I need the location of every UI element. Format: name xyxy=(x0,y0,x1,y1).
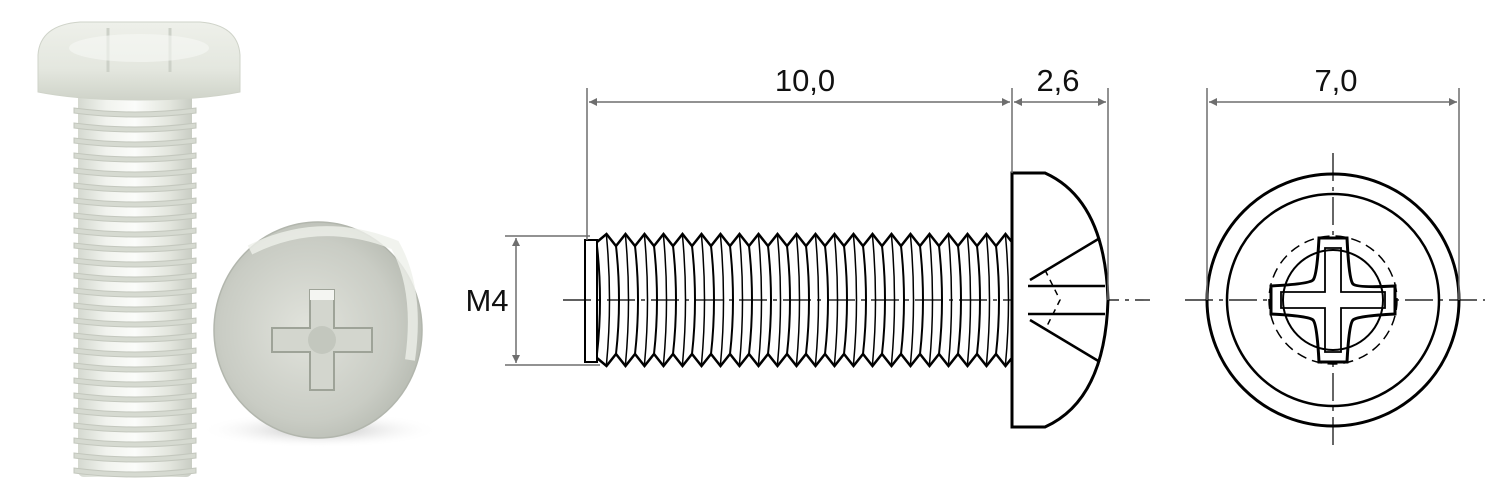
thread-flank xyxy=(985,235,991,365)
thread-flank xyxy=(634,245,639,355)
thread-zigzag xyxy=(596,231,1016,369)
thread-flank xyxy=(928,235,934,365)
thread-ridge xyxy=(73,392,197,403)
head-highlight xyxy=(69,34,209,62)
thread-ridge xyxy=(73,227,197,238)
thread-flank xyxy=(852,235,858,365)
thread-flank xyxy=(947,235,953,365)
thread-ridge xyxy=(73,302,197,313)
thread-flank xyxy=(615,245,620,355)
head-recess-upper xyxy=(1028,236,1105,288)
screw-shank xyxy=(78,92,192,477)
thread-ridge xyxy=(73,452,197,463)
thread-ridge xyxy=(73,272,197,283)
thread-flank xyxy=(738,235,744,365)
thread-ridge xyxy=(73,137,197,148)
thread-ridge xyxy=(73,377,197,388)
thread-flank xyxy=(776,235,782,365)
thread-flank xyxy=(824,245,829,355)
inner-circle xyxy=(1225,192,1441,408)
thread-flank xyxy=(957,245,962,355)
thread-flank xyxy=(938,245,943,355)
recess-dashed-circle xyxy=(1268,235,1398,365)
phillips-cross-icon xyxy=(1269,236,1397,364)
screw-top-view-drawing xyxy=(1185,153,1485,450)
head-diameter-label: 7,0 xyxy=(1314,63,1357,98)
thread-flank xyxy=(966,235,972,365)
thread-ridge xyxy=(73,467,197,478)
thread-flank xyxy=(643,235,649,365)
thread-flank xyxy=(843,245,848,355)
thread-flank xyxy=(871,235,877,365)
thread-flank xyxy=(605,235,611,365)
thread-flank xyxy=(719,235,725,365)
thread-flank xyxy=(662,235,668,365)
thread-ridge xyxy=(73,107,197,118)
thread-flank xyxy=(757,235,763,365)
thread-flank xyxy=(700,235,706,365)
thread-flank xyxy=(681,235,687,365)
thread-flank xyxy=(729,245,734,355)
dimension-thread: M4 xyxy=(465,235,600,366)
thread-flank xyxy=(653,245,658,355)
thread-ridge xyxy=(73,182,197,193)
thread-flank xyxy=(814,235,820,365)
thread-flank xyxy=(795,235,801,365)
thread-ridge xyxy=(73,317,197,328)
thread-flank xyxy=(624,235,630,365)
thread-ridge xyxy=(73,332,197,343)
phillips-recess-icon xyxy=(271,289,373,391)
thread-flank xyxy=(805,245,810,355)
thread-ridge xyxy=(73,422,197,433)
head-rim xyxy=(247,226,418,361)
thread-flank xyxy=(767,245,772,355)
thread-ridge xyxy=(73,212,197,223)
head-height-label: 2,6 xyxy=(1036,63,1079,98)
thread-flank xyxy=(995,245,1000,355)
thread-ridge xyxy=(73,257,197,268)
screw-side-view-drawing xyxy=(563,171,1150,429)
thread-ridge xyxy=(73,407,197,418)
dimension-shank-length: 10,0 xyxy=(586,63,1013,240)
thread-ridge xyxy=(73,197,197,208)
thread-ridge xyxy=(73,362,197,373)
thread-end xyxy=(584,239,598,363)
dimension-head-diameter: 7,0 xyxy=(1206,63,1460,300)
thread-ridge xyxy=(73,287,197,298)
shank-length-label: 10,0 xyxy=(775,63,835,98)
thread-flank xyxy=(862,245,867,355)
thread-flank xyxy=(881,245,886,355)
thread-crest-bottom xyxy=(596,351,1016,369)
thread-crest-top xyxy=(596,231,1016,249)
photo-screw-top xyxy=(200,221,440,448)
thread-flank xyxy=(748,245,753,355)
thread-flank xyxy=(691,245,696,355)
thread-flank xyxy=(786,245,791,355)
thread-ridge xyxy=(73,152,197,163)
head-recess-lower xyxy=(1028,312,1105,364)
thread-flank xyxy=(890,235,896,365)
thread-label: M4 xyxy=(465,283,508,318)
thread-flank xyxy=(900,245,905,355)
thread-flank xyxy=(596,245,601,355)
thread-flank xyxy=(1004,235,1010,365)
thread-ridge xyxy=(73,122,197,133)
thread-ridge xyxy=(73,437,197,448)
thread-flank xyxy=(919,245,924,355)
thread-ridge xyxy=(73,347,197,358)
thread-flank xyxy=(672,245,677,355)
screw-threads xyxy=(73,107,197,478)
thread-ridge xyxy=(73,167,197,178)
photo-screw-side xyxy=(37,21,241,478)
thread-flank xyxy=(833,235,839,365)
thread-flank xyxy=(909,235,915,365)
thread-flank xyxy=(976,245,981,355)
head-recess-dash xyxy=(1044,269,1061,331)
thread-flank xyxy=(710,245,715,355)
thread-ridge xyxy=(73,242,197,253)
dimension-head-height: 2,6 xyxy=(1014,63,1109,300)
